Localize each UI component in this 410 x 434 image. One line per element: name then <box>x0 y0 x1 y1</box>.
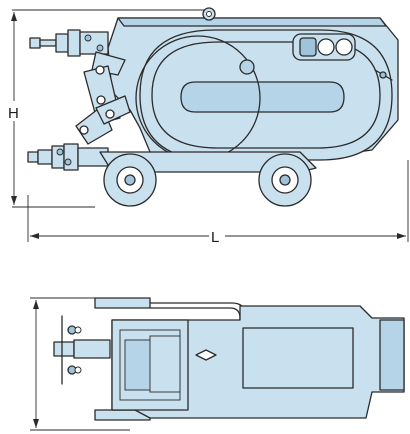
linkage-arms <box>75 51 131 145</box>
top-panel <box>242 327 354 389</box>
hose-connector-bottom <box>27 143 109 171</box>
front-wheel <box>103 153 157 207</box>
height-arrow-top <box>11 12 17 21</box>
diamond-marker <box>195 349 217 361</box>
rear-wheel <box>258 153 312 207</box>
height-arrow-bottom <box>11 196 17 205</box>
top-wheel-strip <box>94 297 151 309</box>
length-dimension: L <box>27 160 409 246</box>
length-arrow-right <box>397 233 406 239</box>
top-end-cap <box>379 319 405 391</box>
height-label: H <box>8 105 19 122</box>
width-arrow-bottom <box>33 419 39 428</box>
width-arrow-top <box>33 300 39 309</box>
length-label: L <box>211 229 219 246</box>
belt-guard-inner <box>151 41 381 149</box>
side-view: H <box>4 7 409 246</box>
top-connector <box>53 315 111 385</box>
top-view <box>30 297 405 431</box>
handle-bar <box>149 302 246 323</box>
housing-top-plate <box>117 17 387 27</box>
height-label-bg <box>4 101 24 121</box>
slot-window <box>180 81 345 113</box>
lever <box>374 69 393 81</box>
length-label-bg <box>209 226 225 246</box>
hose-connector-top <box>29 29 109 57</box>
length-arrow-left <box>30 233 39 239</box>
pulley-bolt <box>239 59 255 75</box>
lifting-eye <box>202 7 216 21</box>
gauge-panel <box>292 33 356 61</box>
height-dimension: H <box>4 9 210 208</box>
